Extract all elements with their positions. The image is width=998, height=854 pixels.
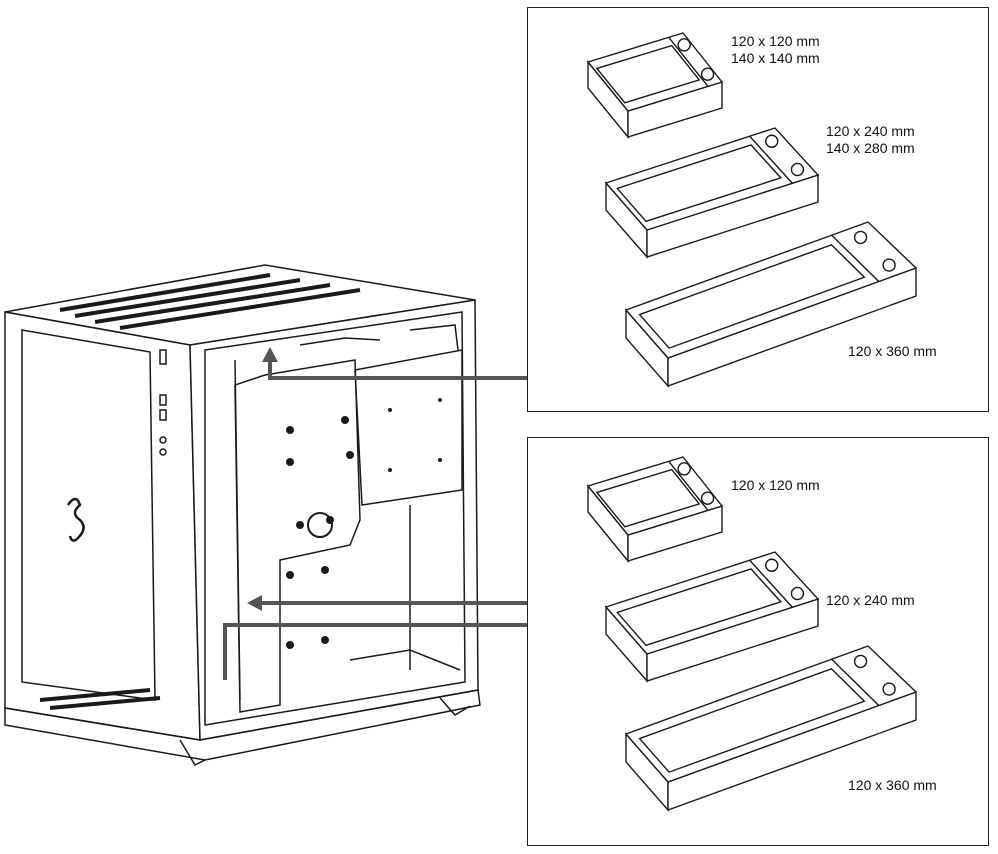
arrow-side-mount [223,595,527,680]
side-rad-360-label: 120 x 360 mm [848,777,937,793]
top-radiator-3-fan [624,221,918,388]
side-rad-120-label: 120 x 120 mm [731,477,820,493]
side-radiator-2-fan [604,551,820,683]
side-rad-240-label: 120 x 240 mm [826,592,915,608]
top-radiator-1-fan [586,32,724,139]
side-radiator-3-fan [624,645,918,812]
side-radiator-1-fan [586,456,724,563]
arrow-top-mount [262,347,527,380]
top-rad-360-label: 120 x 360 mm [848,343,937,359]
top-vents [59,273,361,330]
bottom-vents [39,688,161,710]
top-radiator-2-fan [604,127,820,259]
mount-holes [286,398,442,649]
